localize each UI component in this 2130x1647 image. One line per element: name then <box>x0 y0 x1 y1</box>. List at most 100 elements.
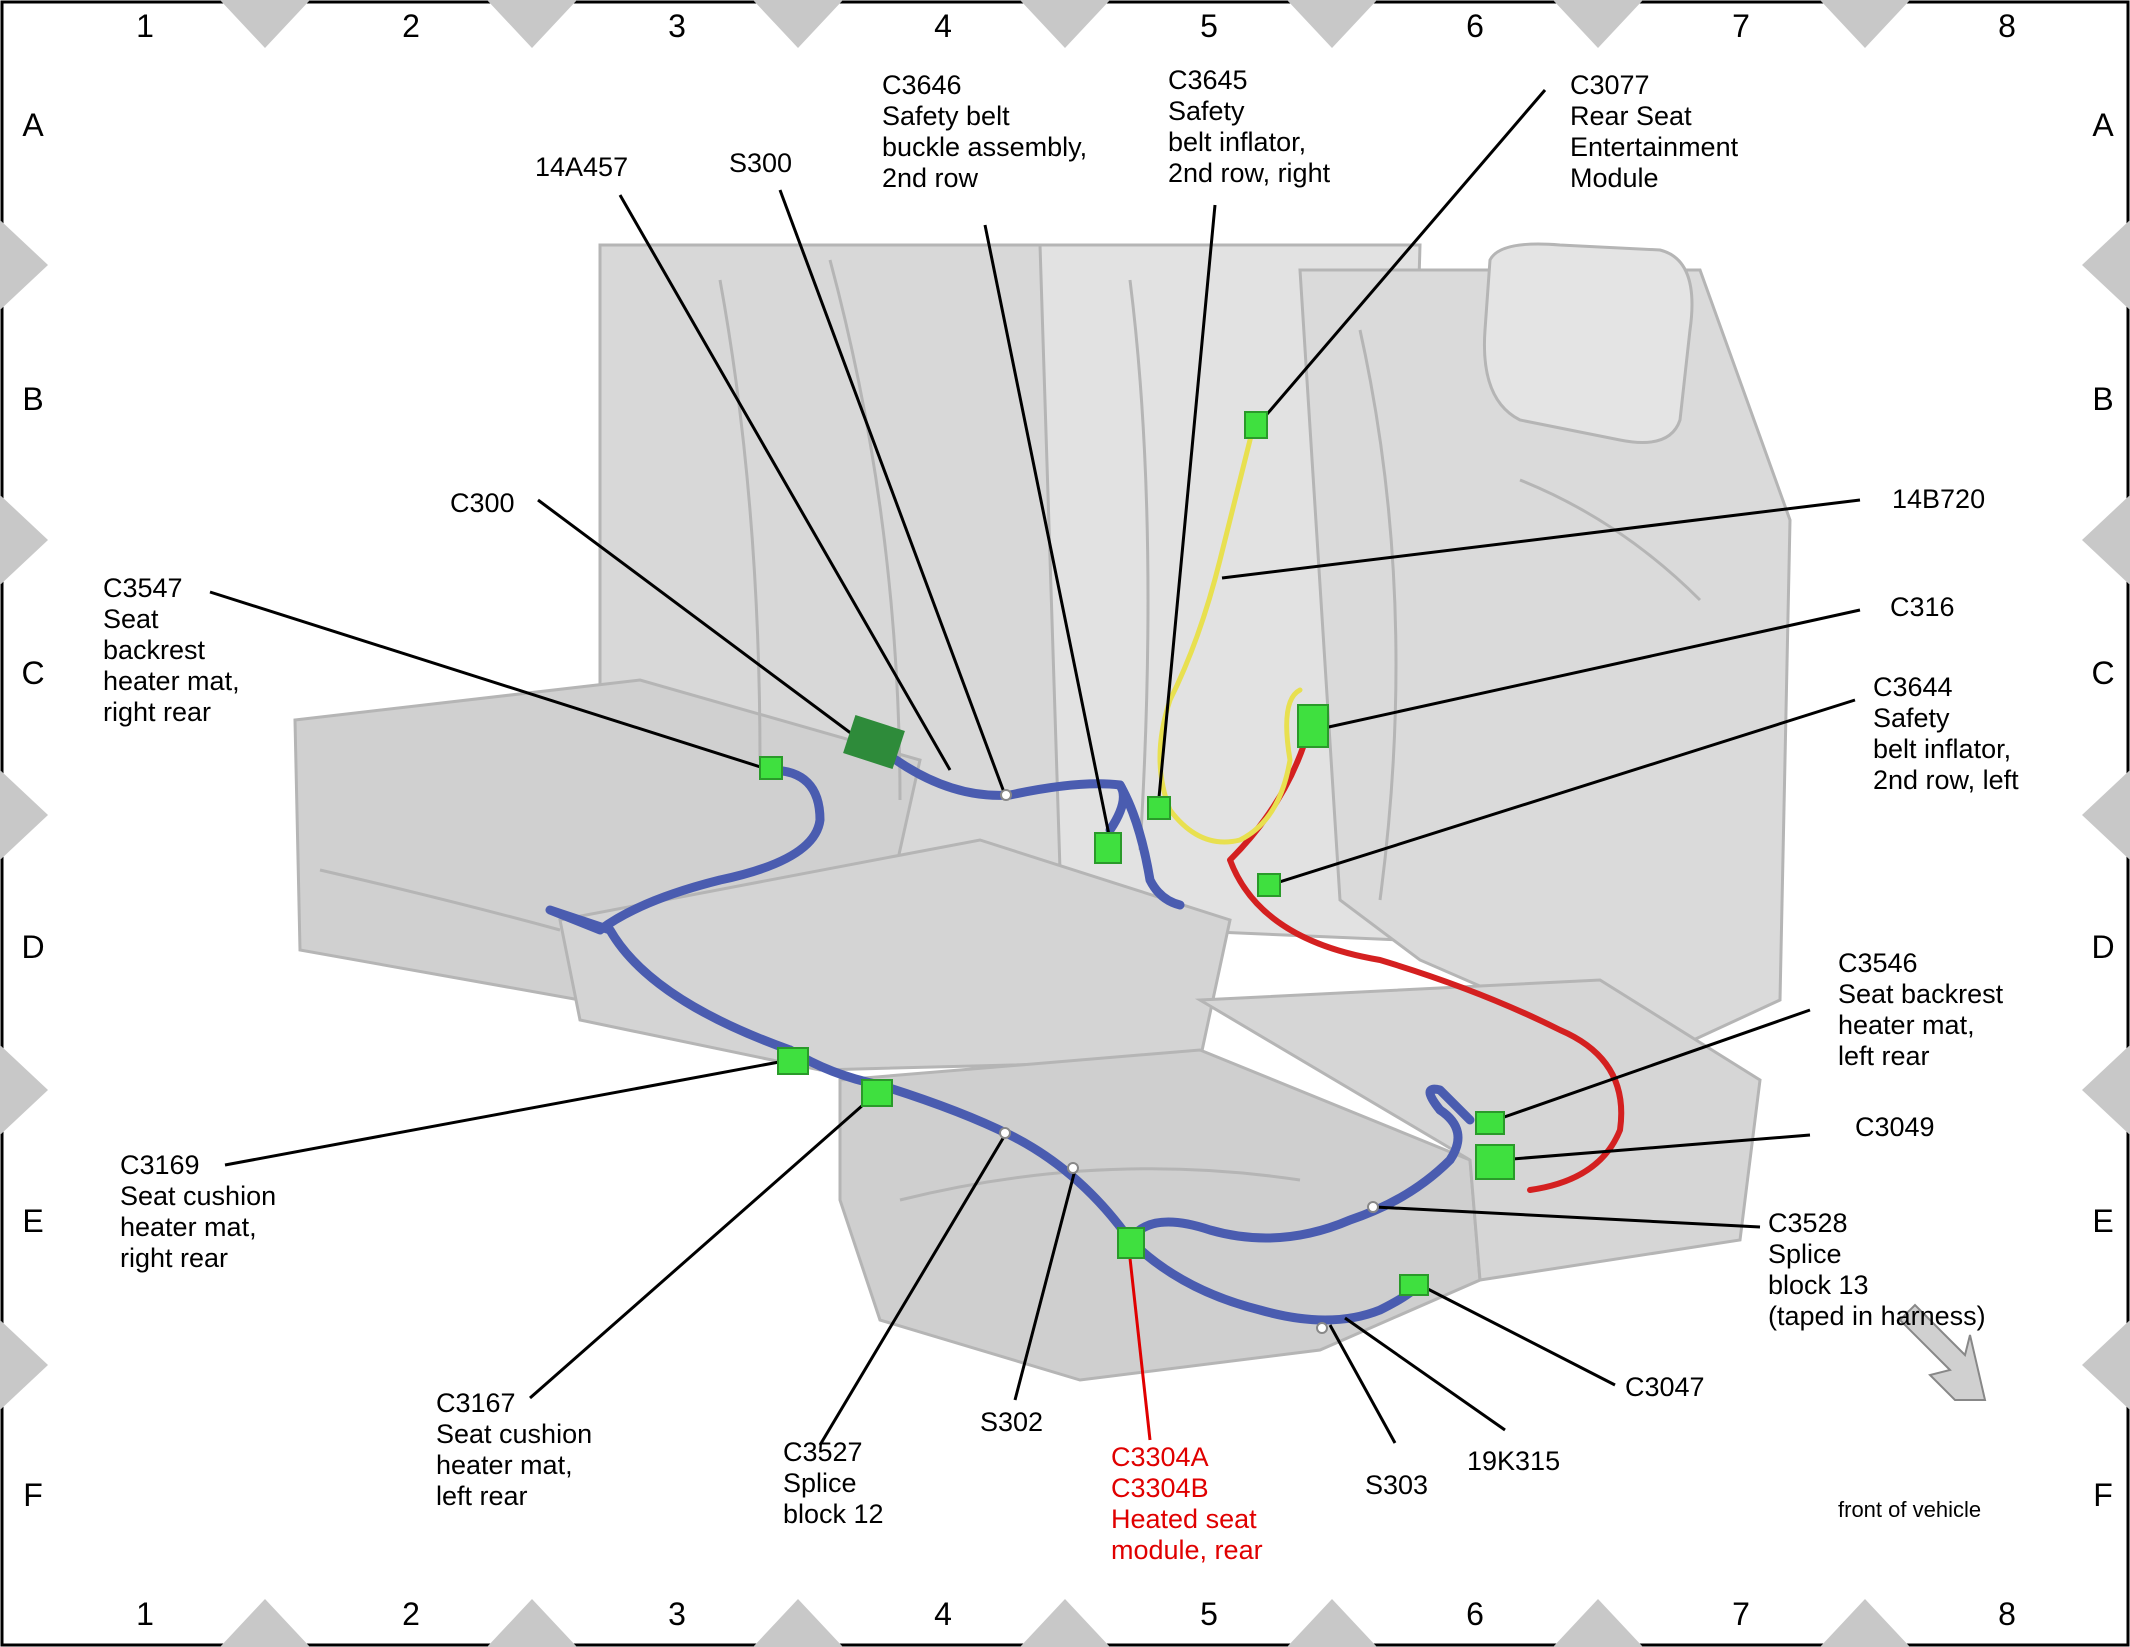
callout-c3547-line-1: C3547 <box>103 573 183 603</box>
grid-col-3-top: 3 <box>668 8 686 44</box>
callout-c3169-line-3: heater mat, <box>120 1212 257 1242</box>
grid-row-d-left: D <box>21 929 45 965</box>
grid-col-7-bottom: 7 <box>1732 1596 1750 1632</box>
callout-c3547: C3547 Seat backrest heater mat, right re… <box>103 573 240 728</box>
callout-c3304-line-3: Heated seat <box>1111 1504 1257 1534</box>
callout-c3528-line-2: Splice <box>1768 1239 1842 1269</box>
grid-col-8-bottom: 8 <box>1998 1596 2016 1632</box>
callout-c3644: C3644 Safety belt inflator, 2nd row, lef… <box>1873 672 2019 796</box>
callout-c3645-line-2: Safety <box>1168 96 1245 126</box>
callout-c3644-line-4: 2nd row, left <box>1873 765 2019 795</box>
callout-c3304-line-2: C3304B <box>1111 1473 1209 1503</box>
callout-c3527-line-3: block 12 <box>783 1499 884 1529</box>
callout-c3167-line-3: heater mat, <box>436 1450 573 1480</box>
callout-c3304-line-4: module, rear <box>1111 1535 1263 1565</box>
callout-c3527-line-1: C3527 <box>783 1437 863 1467</box>
grid-row-f-left: F <box>23 1477 43 1513</box>
callout-c3644-line-3: belt inflator, <box>1873 734 2012 764</box>
callout-s303-line-1: S303 <box>1365 1470 1429 1500</box>
grid-col-4-top: 4 <box>934 8 952 44</box>
connector-c3049 <box>1475 1144 1515 1180</box>
callout-c3077-line-1: C3077 <box>1570 70 1650 100</box>
callout-c3547-line-5: right rear <box>103 697 212 727</box>
splice-s300 <box>1000 789 1012 801</box>
connector-c3304 <box>1117 1227 1145 1259</box>
connector-c3546 <box>1475 1111 1505 1135</box>
callout-c3527-line-2: Splice <box>783 1468 857 1498</box>
callout-c3644-line-2: Safety <box>1873 703 1950 733</box>
callout-c3169-line-1: C3169 <box>120 1150 200 1180</box>
callout-c3546-line-4: left rear <box>1838 1041 1930 1071</box>
grid-col-1-top: 1 <box>136 8 154 44</box>
callout-s300: S300 <box>729 148 792 179</box>
callout-c3304-line-1: C3304A <box>1111 1442 1209 1472</box>
callout-c3047-line-1: C3047 <box>1625 1372 1705 1402</box>
grid-col-1-bottom: 1 <box>136 1596 154 1632</box>
harness-yellow <box>1157 417 1303 845</box>
splice-s303 <box>1316 1322 1328 1334</box>
callout-c3049-line-1: C3049 <box>1855 1112 1935 1142</box>
callout-19k315: 19K315 <box>1467 1446 1560 1477</box>
callout-c3546-line-1: C3546 <box>1838 948 1918 978</box>
callout-c3169-line-4: right rear <box>120 1243 229 1273</box>
grid-row-c-right: C <box>2091 655 2115 691</box>
callout-s302-line-1: S302 <box>980 1407 1044 1437</box>
callout-14a457: 14A457 <box>535 152 628 183</box>
callout-c3167: C3167 Seat cushion heater mat, left rear <box>436 1388 592 1512</box>
callout-c3169-line-2: Seat cushion <box>120 1181 277 1211</box>
callout-c3547-line-4: heater mat, <box>103 666 240 696</box>
callout-c3528-line-3: block 13 <box>1768 1270 1869 1300</box>
callout-14b720: 14B720 <box>1892 484 1985 515</box>
callout-c3645-line-4: 2nd row, right <box>1168 158 1331 188</box>
splice-markers <box>999 789 1379 1334</box>
callout-c3528-line-4: (taped in harness) <box>1768 1301 1986 1331</box>
callout-c3528-line-1: C3528 <box>1768 1208 1848 1238</box>
callout-c3049: C3049 <box>1855 1112 1935 1143</box>
grid-col-5-top: 5 <box>1200 8 1218 44</box>
callout-c3077-line-4: Module <box>1570 163 1659 193</box>
callout-c3527: C3527 Splice block 12 <box>783 1437 884 1530</box>
leader-line-c3304 <box>1126 1239 1152 1441</box>
callout-s300-line-1: S300 <box>729 148 793 178</box>
grid-col-8-top: 8 <box>1998 8 2016 44</box>
callout-14b720-line-1: 14B720 <box>1892 484 1986 514</box>
callout-c3645-line-3: belt inflator, <box>1168 127 1307 157</box>
front-of-vehicle-label: front of vehicle <box>1838 1497 1982 1522</box>
module-c300 <box>843 714 905 770</box>
grid-col-4-bottom: 4 <box>934 1596 952 1632</box>
grid-row-a-right: A <box>2092 107 2114 143</box>
callout-c3645-line-1: C3645 <box>1168 65 1248 95</box>
connector-c3169 <box>777 1047 809 1075</box>
connectors <box>759 411 1515 1296</box>
grid-col-3-bottom: 3 <box>668 1596 686 1632</box>
connector-c316 <box>1297 704 1329 748</box>
splice-s302 <box>1067 1162 1079 1174</box>
callout-c3547-line-3: backrest <box>103 635 206 665</box>
callout-c3167-line-4: left rear <box>436 1481 528 1511</box>
callout-c316: C316 <box>1890 592 1955 623</box>
connector-c3077 <box>1244 411 1268 439</box>
callout-c3646-line-2: Safety belt <box>882 101 1010 131</box>
callout-c3546-line-3: heater mat, <box>1838 1010 1975 1040</box>
grid-row-c-left: C <box>21 655 45 691</box>
callout-c3077-line-3: Entertainment <box>1570 132 1739 162</box>
grid-row-e-left: E <box>22 1203 44 1239</box>
callout-c3077: C3077 Rear Seat Entertainment Module <box>1570 70 1738 194</box>
grid-col-5-bottom: 5 <box>1200 1596 1218 1632</box>
splice-c3528 <box>1367 1201 1379 1213</box>
grid-row-f-right: F <box>2093 1477 2113 1513</box>
callout-19k315-line-1: 19K315 <box>1467 1446 1561 1476</box>
front-of-vehicle-arrow-icon <box>1898 1303 1987 1401</box>
connector-c3646 <box>1094 832 1122 864</box>
callout-c3167-line-1: C3167 <box>436 1388 516 1418</box>
callout-c300-line-1: C300 <box>450 488 515 518</box>
callout-c3646-line-4: 2nd row <box>882 163 979 193</box>
callout-c3646-line-3: buckle assembly, <box>882 132 1088 162</box>
grid-row-a-left: A <box>22 107 44 143</box>
harness-red <box>1227 722 1625 1193</box>
callout-c3646: C3646 Safety belt buckle assembly, 2nd r… <box>882 70 1087 194</box>
leader-lines <box>209 89 1861 1446</box>
connector-c3547 <box>759 756 783 780</box>
